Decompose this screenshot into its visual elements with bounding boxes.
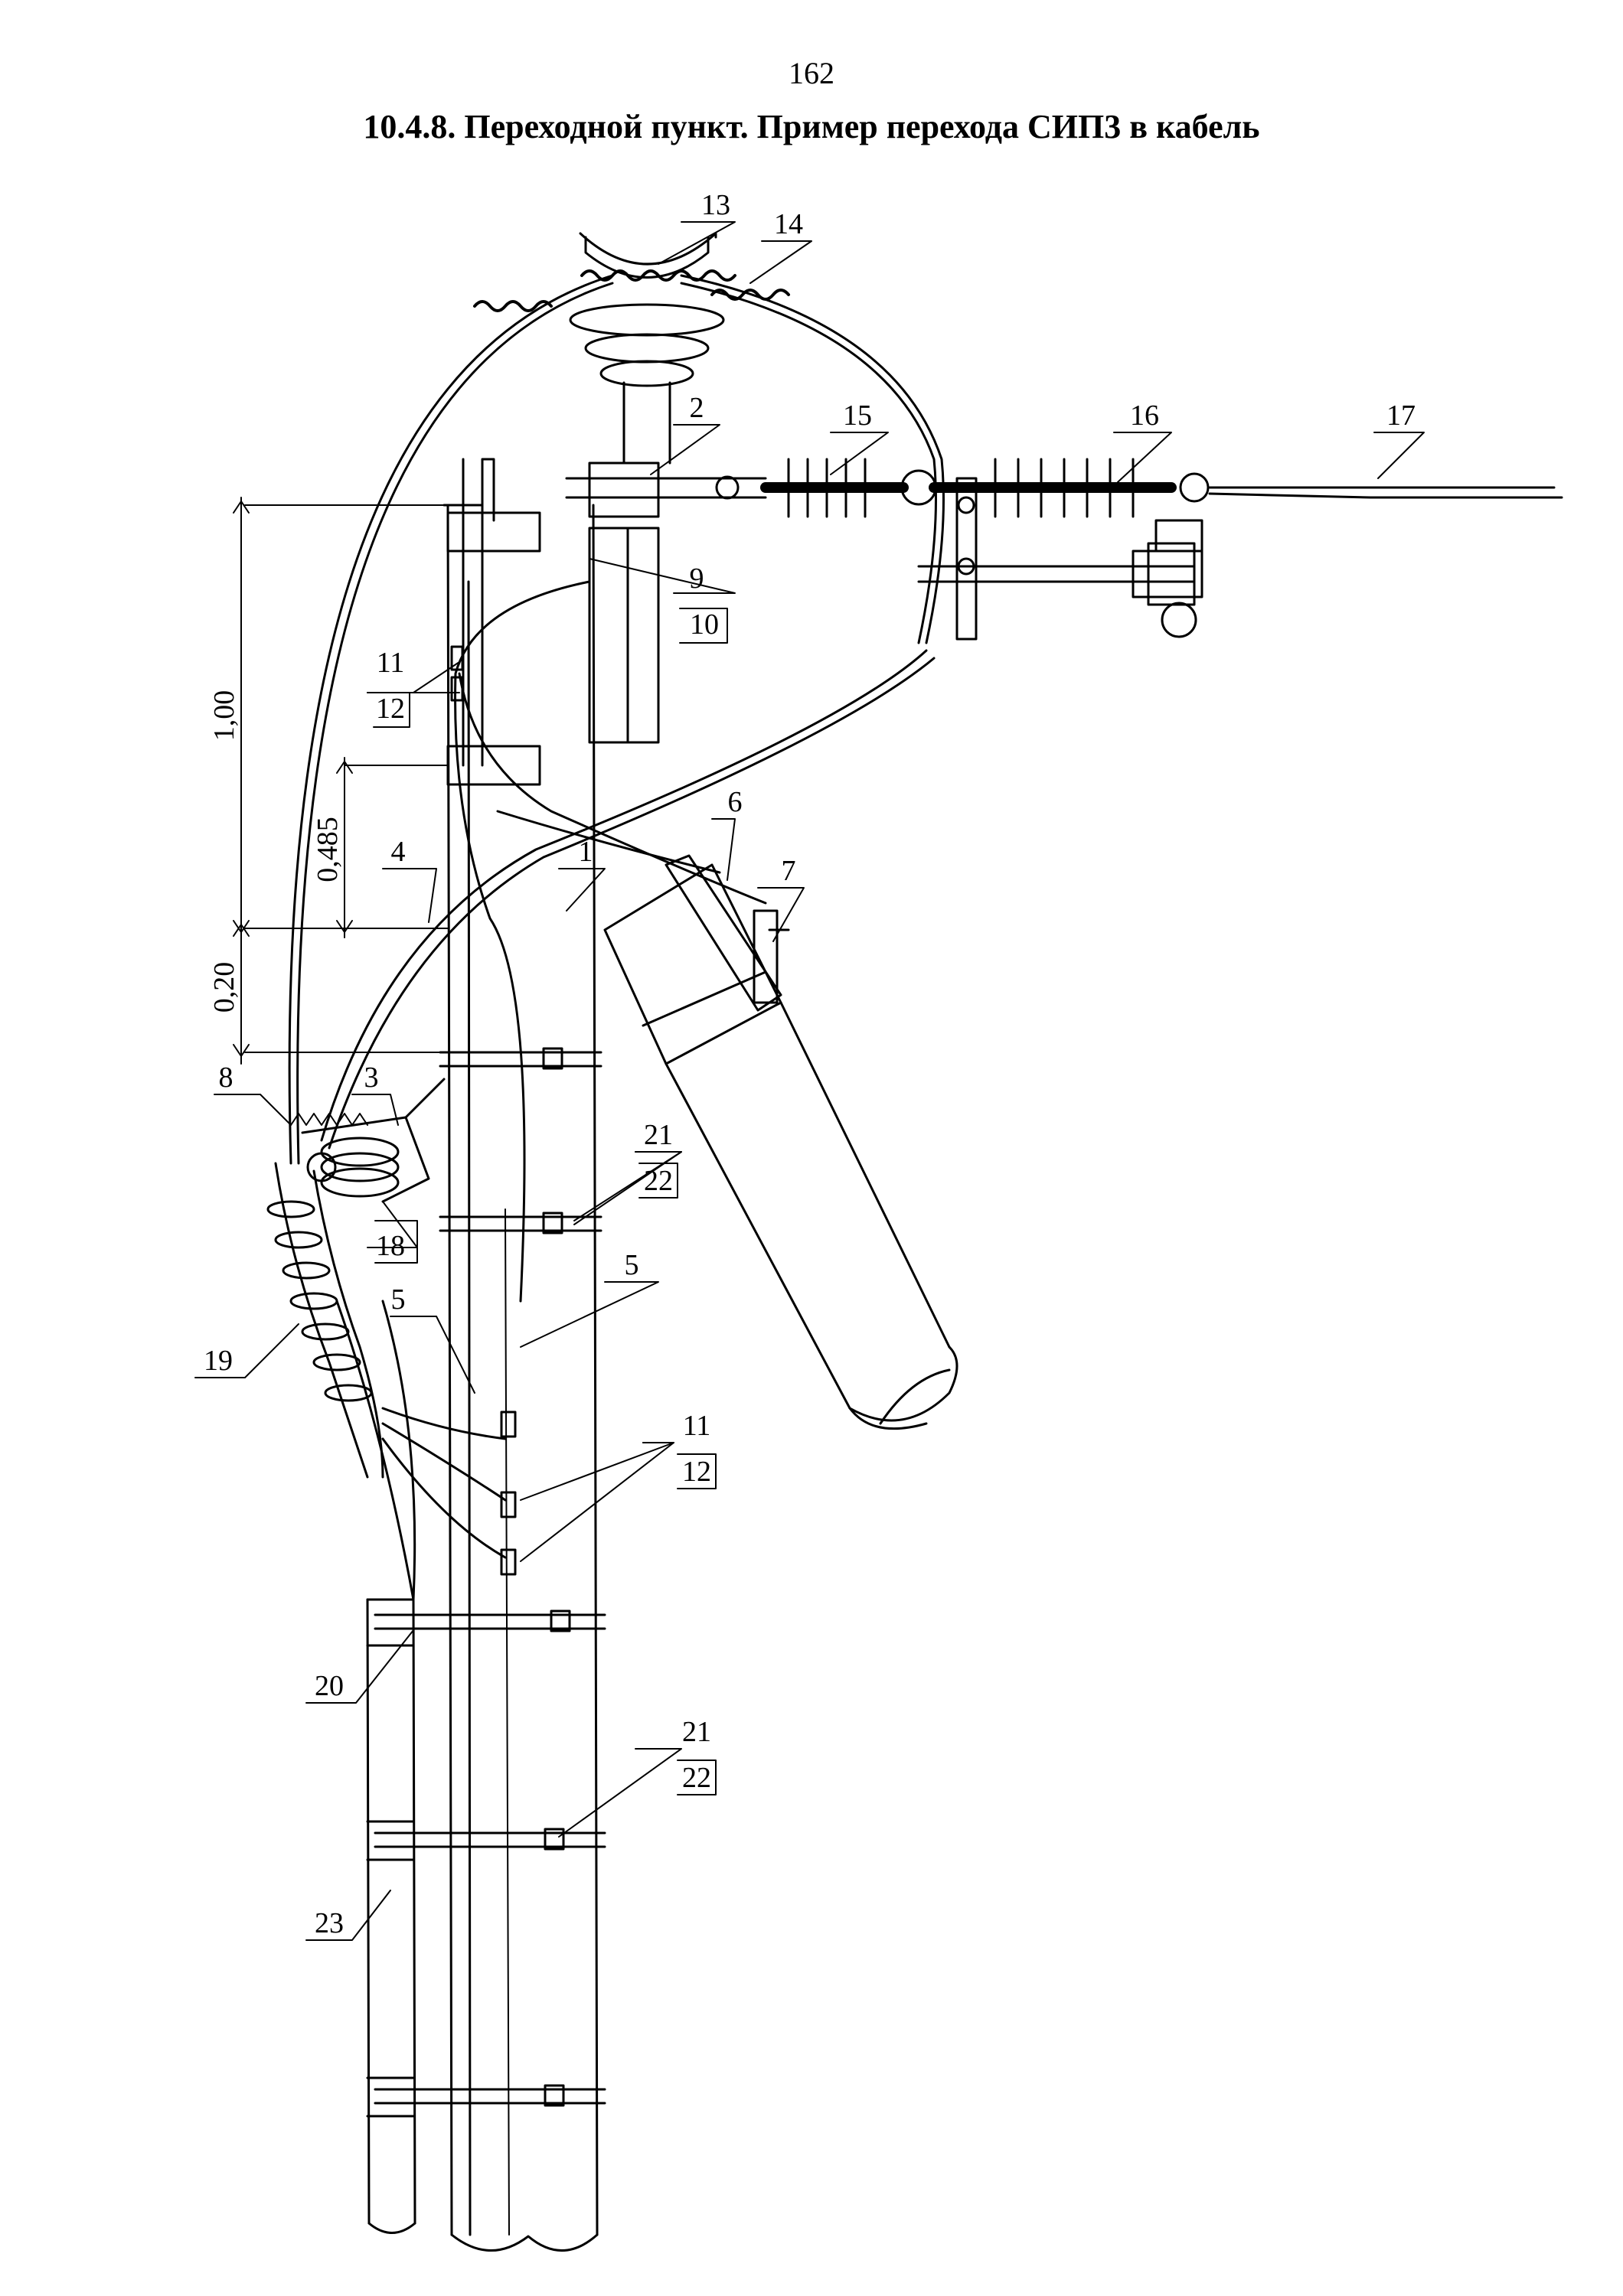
leader-lines: [194, 221, 1425, 1941]
callout-22-top: 22: [644, 1165, 673, 1197]
callout-11-top: 11: [377, 647, 405, 679]
callout-12-top: 12: [376, 693, 405, 725]
page-number: 162: [789, 56, 834, 90]
callout-boxes: [373, 608, 728, 1795]
callout-8: 8: [219, 1062, 233, 1094]
crossing-wires: [320, 580, 936, 1303]
dimension-lines: [233, 497, 449, 1065]
termination-unit: [290, 1078, 446, 1203]
callout-9: 9: [690, 563, 704, 595]
callout-7: 7: [782, 855, 796, 887]
callout-3: 3: [364, 1062, 379, 1094]
disconnector-assembly: [917, 477, 1203, 641]
callout-15: 15: [843, 400, 872, 432]
main-pole: [446, 504, 599, 2252]
callout-18: 18: [376, 1230, 405, 1262]
dim-bottom: 0,20: [208, 962, 240, 1013]
callout-19: 19: [204, 1345, 233, 1377]
callout-14: 14: [774, 208, 803, 240]
clamps: [450, 645, 517, 1576]
insulator-15: [787, 458, 867, 518]
callout-21-bottom: 21: [682, 1716, 711, 1748]
dim-top: 1,00: [208, 690, 240, 742]
callout-13: 13: [701, 189, 730, 221]
callout-labels: 13 14 2 15 16 17 9 10 11 12 6 4 1 7 8 3 …: [204, 189, 1416, 1939]
callout-6: 6: [728, 786, 743, 818]
callout-23: 23: [315, 1907, 344, 1939]
callout-2: 2: [690, 392, 704, 424]
callout-11-mid: 11: [683, 1410, 711, 1442]
callout-10: 10: [690, 608, 719, 641]
callout-20: 20: [315, 1670, 344, 1702]
top-insulator: [569, 232, 725, 465]
cable-14: [288, 269, 945, 1165]
callout-16: 16: [1130, 400, 1159, 432]
band-3: [374, 1609, 606, 1632]
dim-middle: 0,485: [312, 817, 344, 882]
cable-23: [335, 1300, 416, 2234]
pole-bands: [366, 1047, 606, 2118]
callout-17: 17: [1386, 400, 1416, 432]
callout-22-bottom: 22: [682, 1762, 711, 1794]
insulator-16: [994, 458, 1135, 518]
dimension-labels: 1,00 0,485 0,20: [208, 690, 344, 1013]
callout-4: 4: [391, 836, 406, 868]
band-2: [439, 1212, 603, 1234]
mounting-plate: [442, 458, 660, 786]
cable-terminal-box: [603, 854, 958, 1430]
callout-21-top: 21: [644, 1119, 673, 1151]
band-4: [374, 1828, 606, 1851]
cable-19: [266, 1162, 507, 1559]
page-title: 10.4.8. Переходной пункт. Пример переход…: [363, 108, 1260, 145]
band-5: [374, 2084, 606, 2107]
callout-12-mid: 12: [682, 1456, 711, 1488]
callout-5-left: 5: [391, 1283, 406, 1316]
callout-1: 1: [579, 836, 593, 868]
callout-5-right: 5: [625, 1249, 639, 1281]
